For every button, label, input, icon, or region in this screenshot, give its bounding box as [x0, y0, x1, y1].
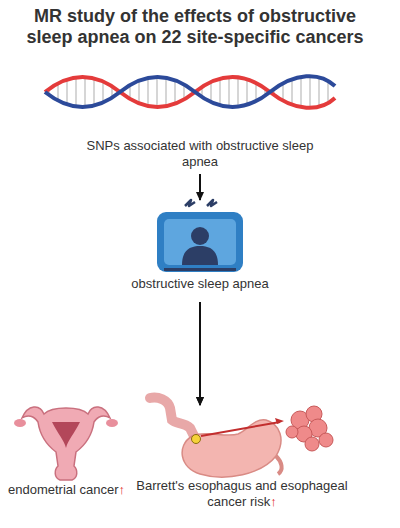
dna-helix: [45, 72, 335, 112]
node-label: obstructive sleep apnea: [110, 276, 290, 292]
sleep-apnea-icon: [157, 200, 243, 272]
diagram-node: obstructive sleep apnea: [100, 200, 300, 300]
diagram-node: SNPs associated with obstructive sleep a…: [40, 68, 360, 172]
uterus-illustration: [14, 407, 118, 480]
diagram-title: MR study of the effects of obstructive s…: [20, 6, 370, 48]
node-label: endometrial cancer↑: [8, 482, 133, 498]
diagram-node: endometrial cancer↑: [0, 405, 200, 520]
esophagus-stomach-illustration: [150, 397, 333, 477]
flow-arrow: [199, 174, 201, 200]
diagram-node: Barrett's esophagus and esophageal cance…: [130, 405, 400, 520]
flow-arrow: [199, 302, 201, 405]
flow-arrow: [199, 302, 201, 405]
node-label: Barrett's esophagus and esophageal cance…: [132, 478, 352, 510]
node-label: SNPs associated with obstructive sleep a…: [80, 138, 320, 170]
